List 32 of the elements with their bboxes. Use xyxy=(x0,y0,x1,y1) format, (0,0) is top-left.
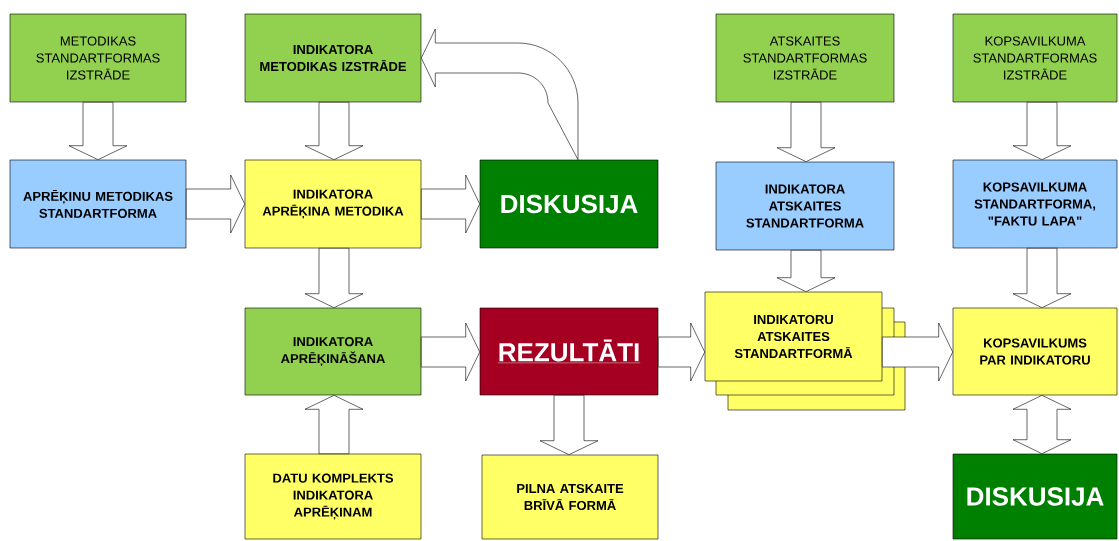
process-box: INDIKATORA APRĒĶINA METODIKA xyxy=(244,159,422,249)
block-arrow xyxy=(304,102,364,160)
block-arrow xyxy=(1012,395,1072,454)
block-arrow xyxy=(882,322,953,382)
process-box: KOPSAVILKUMA STANDARTFORMAS IZSTRĀDE xyxy=(952,13,1118,103)
block-arrow xyxy=(539,395,599,455)
process-box: DATU KOMPLEKTS INDIKATORA APRĒĶINAM xyxy=(244,453,422,540)
block-arrow xyxy=(186,174,245,234)
process-box: APRĒĶINU METODIKAS STANDARTFORMA xyxy=(9,159,187,249)
block-arrow xyxy=(658,322,705,382)
process-box: PILNA ATSKAITE BRĪVĀ FORMĀ xyxy=(481,454,659,540)
process-box: METODIKAS STANDARTFORMAS IZSTRĀDE xyxy=(9,13,187,103)
block-arrow xyxy=(776,102,836,162)
process-box: REZULTĀTI xyxy=(479,307,659,396)
block-arrow xyxy=(776,250,836,292)
block-arrow xyxy=(68,102,128,160)
process-box: KOPSAVILKUMA STANDARTFORMA, "FAKTU LAPA" xyxy=(952,159,1118,249)
process-box: DISKUSIJA xyxy=(479,159,659,249)
process-box: DISKUSIJA xyxy=(952,453,1118,540)
curved-block-arrow xyxy=(421,28,579,160)
document-stack: INDIKATORU ATSKAITES STANDARTFORMĀ xyxy=(704,291,906,411)
block-arrow xyxy=(1012,102,1072,160)
process-box: INDIKATORA APRĒĶINĀŠANA xyxy=(244,307,422,396)
block-arrow xyxy=(421,174,480,234)
block-arrow xyxy=(421,322,480,382)
block-arrow xyxy=(304,248,364,308)
block-arrow xyxy=(304,395,364,454)
block-arrow xyxy=(1012,248,1072,308)
process-box: INDIKATORA ATSKAITES STANDARTFORMA xyxy=(715,161,895,251)
process-box: KOPSAVILKUMS PAR INDIKATORU xyxy=(952,307,1118,396)
process-box: ATSKAITES STANDARTFORMAS IZSTRĀDE xyxy=(715,13,895,103)
process-box: INDIKATORA METODIKAS IZSTRĀDE xyxy=(244,13,422,103)
